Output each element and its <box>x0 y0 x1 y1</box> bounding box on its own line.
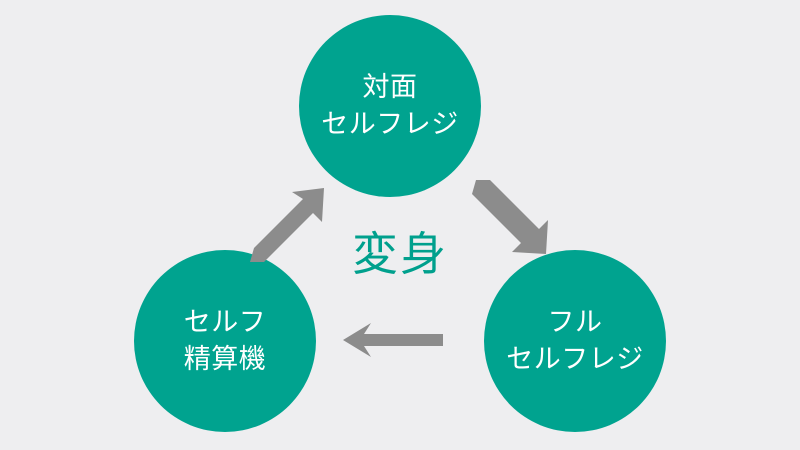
node-full-self-register[interactable]: フル セルフレジ <box>484 250 666 432</box>
node-label-line-2: 精算機 <box>183 344 267 375</box>
node-taimen-self-register[interactable]: 対面 セルフレジ <box>299 15 481 197</box>
node-label-line-1: セルフ <box>183 307 267 338</box>
node-label-line-2: セルフレジ <box>321 109 459 140</box>
arrow-top-to-right-icon <box>472 180 548 254</box>
node-label-line-1: 対面 <box>362 72 418 103</box>
arrow-right-to-left-icon <box>343 323 443 357</box>
center-title-henshin: 変身 <box>352 227 448 281</box>
node-self-seisanki[interactable]: セルフ 精算機 <box>134 250 316 432</box>
arrow-left-to-top-icon <box>250 188 324 262</box>
node-label-line-2: セルフレジ <box>506 344 644 375</box>
node-label-line-1: フル <box>547 307 603 338</box>
